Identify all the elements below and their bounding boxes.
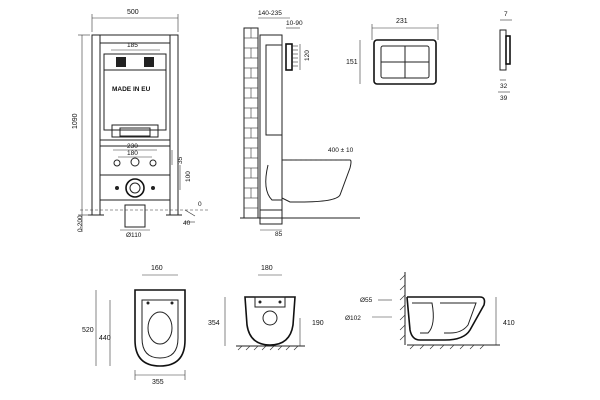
dim-140-235: 140-235: [258, 10, 282, 17]
dim-zero: 0: [198, 201, 202, 208]
dim-231: 231: [396, 18, 408, 25]
dim-354: 354: [208, 320, 220, 327]
dim-dia-55: Ø55: [360, 297, 373, 304]
dim-85: 85: [275, 231, 283, 238]
dim-151: 151: [346, 59, 358, 66]
dim-160: 160: [151, 265, 163, 272]
rear-floor-hatch: [237, 345, 299, 351]
dim-0-200: 0-200: [77, 215, 84, 232]
dim-1090: 1090: [72, 113, 79, 129]
dim-120: 120: [304, 50, 311, 61]
dim-400: 400 ± 10: [328, 147, 354, 154]
dim-190: 190: [312, 320, 324, 327]
flush-plate-front: 231 151: [346, 18, 439, 85]
dim-180: 180: [127, 150, 138, 157]
dim-230: 230: [127, 143, 138, 150]
dim-100: 100: [185, 171, 192, 182]
dim-40: 40: [183, 220, 191, 227]
dim-dia-102: Ø102: [345, 315, 361, 322]
flush-hatch: [292, 45, 298, 67]
dim-180-rear: 180: [261, 265, 273, 272]
bowl-top-view: 160 520 440 355: [82, 265, 186, 386]
bowl-rear-view: 180 354 190: [208, 265, 324, 351]
made-in-eu-label: MADE IN EU: [112, 86, 151, 93]
dim-dia-110: Ø110: [126, 232, 142, 239]
dim-32: 32: [500, 83, 508, 90]
dim-185: 185: [127, 42, 138, 49]
flush-plate-side: 7 32 39: [498, 11, 512, 102]
brick-wall-hatch: [244, 28, 258, 209]
dim-520: 520: [82, 327, 94, 334]
dim-35: 35: [177, 156, 184, 164]
dim-440: 440: [99, 335, 111, 342]
dim-410: 410: [503, 320, 515, 327]
frame-front-view: 500 185 MADE IN EU 230 180 35 100: [72, 9, 210, 239]
dim-500: 500: [127, 9, 139, 16]
bowl-side-section: Ø55 Ø102 410: [345, 272, 515, 350]
dim-39: 39: [500, 95, 508, 102]
side-floor-hatch: [409, 344, 485, 350]
dim-7: 7: [504, 11, 508, 18]
frame-side-view: 140-235 10-90: [240, 10, 360, 238]
dim-355: 355: [152, 379, 164, 386]
dim-10-90: 10-90: [286, 20, 303, 27]
wall-hatch: [399, 274, 406, 341]
